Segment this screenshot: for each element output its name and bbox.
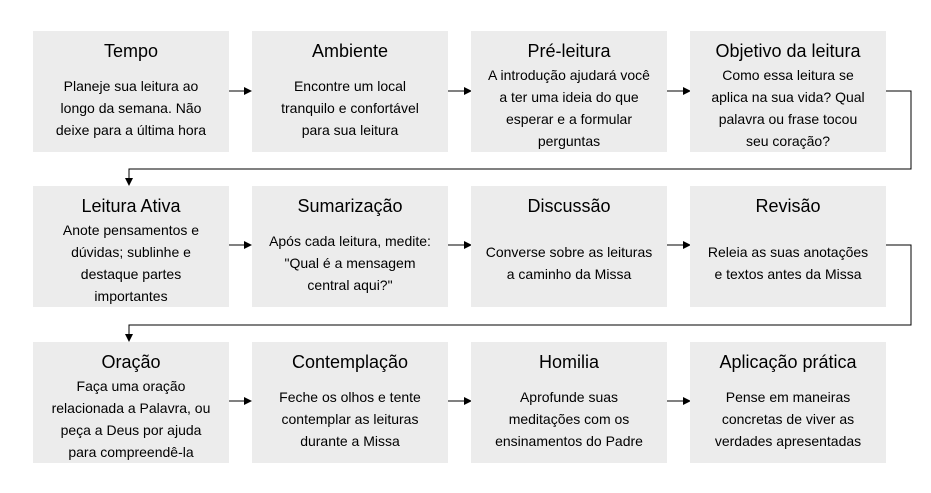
- step-description: Releia as suas anotações e textos antes …: [707, 244, 869, 282]
- step-homilia: Homilia Aprofunde suas meditações com os…: [471, 342, 667, 463]
- step-description: Anote pensamentos e dúvidas; sublinhe e …: [62, 222, 200, 304]
- step-pre-leitura: Pré-leitura A introdução ajudará você a …: [471, 31, 667, 152]
- step-description: A introdução ajudará você a ter uma idei…: [488, 67, 650, 149]
- wrap-arrow-2: [125, 244, 912, 342]
- step-ambiente: Ambiente Encontre um local tranquilo e c…: [252, 31, 448, 152]
- step-title: Tempo: [103, 41, 159, 61]
- step-description: Planeje sua leitura ao longo da semana. …: [55, 78, 207, 138]
- step-tempo: Tempo Planeje sua leitura ao longo da se…: [33, 31, 229, 152]
- step-title: Aplicação prática: [719, 352, 857, 372]
- step-title: Discussão: [527, 196, 611, 216]
- step-title: Ambiente: [311, 41, 389, 61]
- step-description: Após cada leitura, medite: "Qual é a men…: [269, 233, 431, 293]
- step-aplicacao-pratica: Aplicação prática Pense em maneiras conc…: [690, 342, 886, 463]
- step-description: Pense em maneiras concretas de viver as …: [714, 389, 862, 449]
- step-description: Feche os olhos e tente contemplar as lei…: [279, 389, 421, 449]
- step-contemplacao: Contemplação Feche os olhos e tente cont…: [252, 342, 448, 463]
- step-description: Como essa leitura se aplica na sua vida?…: [711, 67, 865, 149]
- step-description: Faça uma oração relacionada a Palavra, o…: [51, 378, 211, 460]
- step-title: Revisão: [755, 196, 821, 216]
- step-title: Leitura Ativa: [81, 196, 181, 216]
- step-title: Oração: [101, 352, 161, 372]
- step-description: Encontre um local tranquilo e confortáve…: [281, 78, 419, 138]
- step-title: Homilia: [538, 352, 599, 372]
- step-title: Pré-leitura: [527, 41, 611, 61]
- step-sumarizacao: Sumarização Após cada leitura, medite: "…: [252, 186, 448, 307]
- step-description: Converse sobre as leituras a caminho da …: [485, 244, 653, 282]
- wrap-arrow-1: [125, 90, 912, 186]
- step-leitura-ativa: Leitura Ativa Anote pensamentos e dúvida…: [33, 186, 229, 307]
- step-title: Contemplação: [291, 352, 409, 372]
- step-oracao: Oração Faça uma oração relacionada a Pal…: [33, 342, 229, 463]
- step-discussao: Discussão Converse sobre as leituras a c…: [471, 186, 667, 307]
- step-title: Sumarização: [297, 196, 403, 216]
- step-revisao: Revisão Releia as suas anotações e texto…: [690, 186, 886, 307]
- step-description: Aprofunde suas meditações com os ensinam…: [495, 389, 643, 449]
- step-title: Objetivo da leitura: [715, 41, 861, 61]
- step-objetivo-da-leitura: Objetivo da leitura Como essa leitura se…: [690, 31, 886, 152]
